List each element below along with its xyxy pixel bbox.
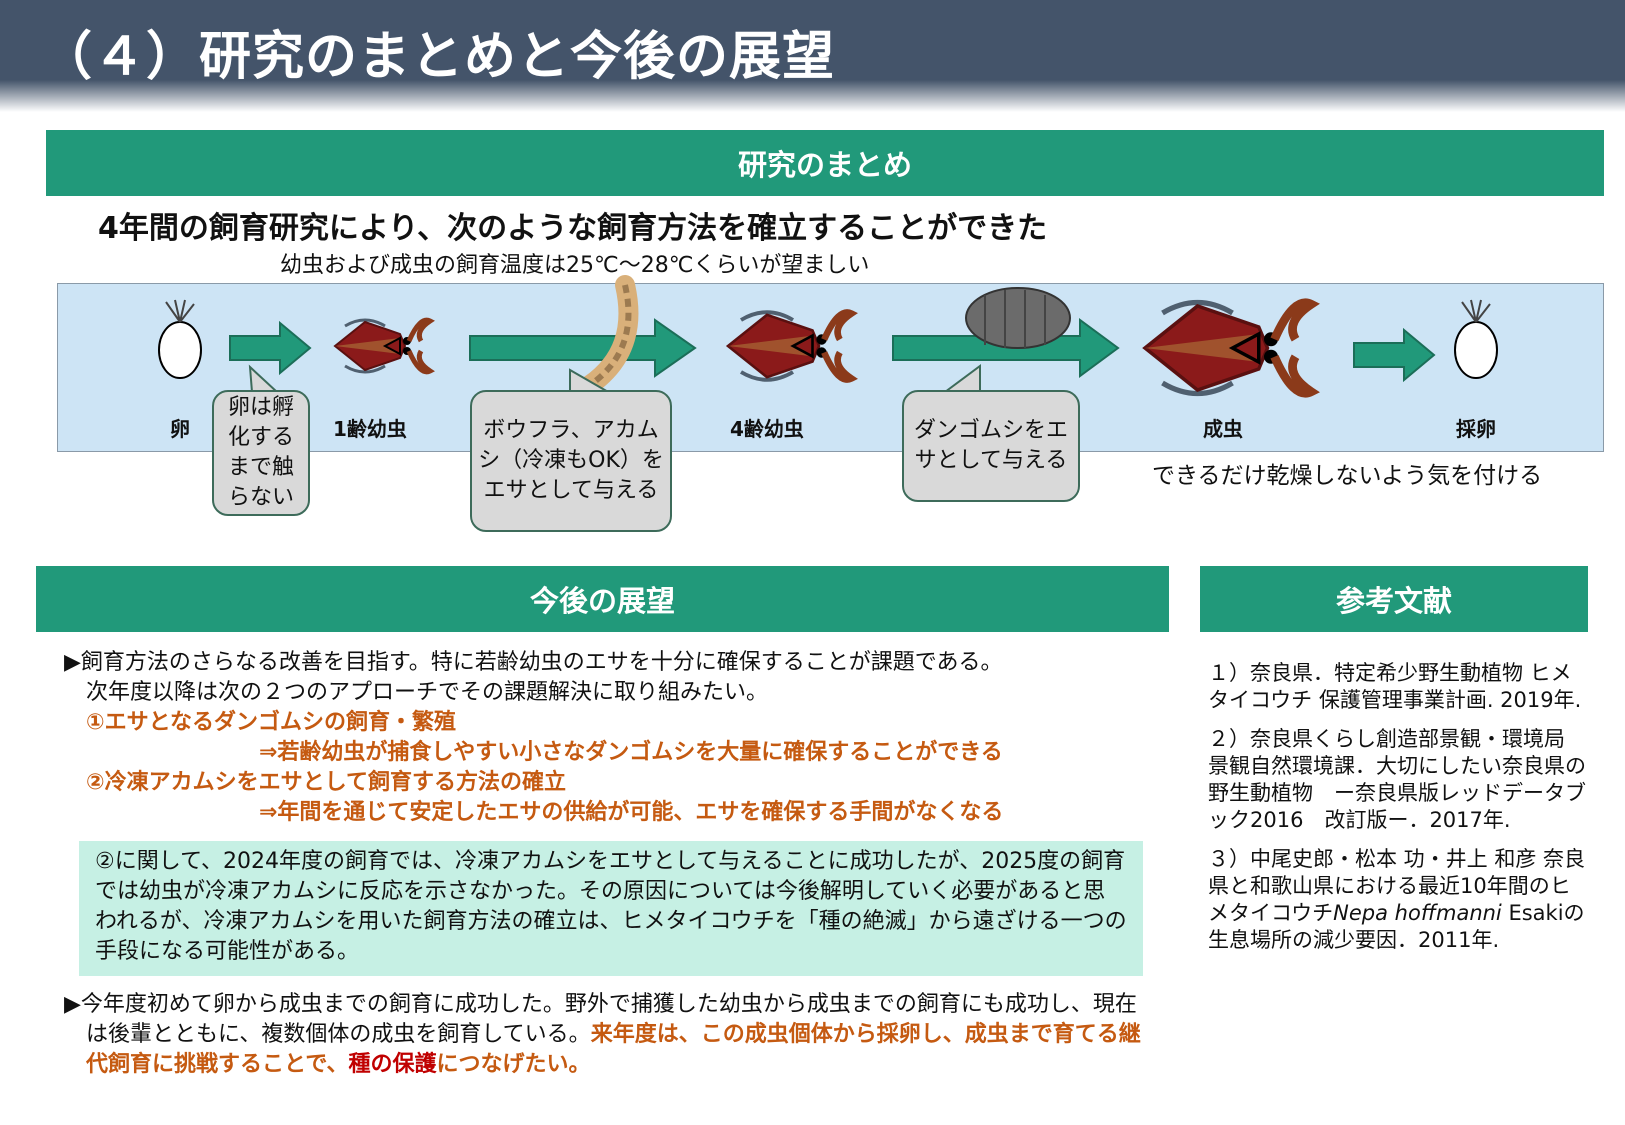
- outlook-text-2: ▶今年度初めて卵から成虫までの飼育に成功した。野外で捕獲した幼虫から成虫までの飼…: [64, 990, 1149, 1080]
- approach-2: ②冷凍アカムシをエサとして飼育する方法の確立: [86, 770, 566, 795]
- stage-egg-collection: 採卵: [1456, 417, 1496, 441]
- reference-3: ３）中尾史郎・松本 功・井上 和彦 奈良県と和歌山県における最近10年間のヒメタ…: [1208, 846, 1588, 954]
- egg-care-bubble: 卵は孵化するまで触らない: [212, 390, 310, 516]
- stage-egg: 卵: [170, 417, 190, 441]
- outlook-p1b: 次年度以降は次の２つのアプローチでその課題解決に取り組みたい。: [86, 680, 769, 705]
- approach-2-result: ⇒年間を通じて安定したエサの供給が可能、エサを確保する手間がなくなる: [259, 800, 1004, 825]
- dry-note: できるだけ乾燥しないよう気を付ける: [1152, 463, 1543, 489]
- reference-list: １）奈良県．特定希少野生動植物 ヒメタイコウチ 保護管理事業計画. 2019年.…: [1208, 660, 1588, 966]
- reference-3-text: ３）中尾史郎・松本 功・井上 和彦 奈良県と和歌山県における最近10年間のヒメタ…: [1208, 847, 1586, 925]
- stage-4th-instar: 4齢幼虫: [730, 417, 804, 441]
- stage-1st-instar: 1齢幼虫: [333, 417, 407, 441]
- larva-feed-bubble: ボウフラ、アカムシ（冷凍もOK）をエサとして与える: [470, 390, 672, 532]
- reference-1: １）奈良県．特定希少野生動植物 ヒメタイコウチ 保護管理事業計画. 2019年.: [1208, 661, 1582, 712]
- outlook-p2-keyword: 種の保護: [348, 1052, 437, 1077]
- summary-heading: 研究のまとめ: [46, 130, 1604, 196]
- reference-3-end: Esakiの生息場所の減少要因．2011年.: [1208, 901, 1585, 952]
- approach-1: ①エサとなるダンゴムシの飼育・繁殖: [86, 710, 456, 735]
- pillbug-feed-bubble: ダンゴムシをエサとして与える: [902, 390, 1080, 502]
- stage-adult: 成虫: [1203, 417, 1243, 441]
- outlook-text-1: ▶飼育方法のさらなる改善を目指す。特に若齢幼虫のエサを十分に確保することが課題で…: [64, 648, 1164, 828]
- long-arrow-icon: [469, 318, 697, 378]
- frozen-bloodworm-note: ②に関して、2024年度の飼育では、冷凍アカムシをエサとして与えることに成功した…: [79, 841, 1143, 976]
- outlook-p2-highlight: 来年度は、この成虫個体から採卵し、成虫まで育てる継代飼育に挑戦することで、: [86, 1022, 1141, 1077]
- reference-2: ２）奈良県くらし創造部景観・環境局 景観自然環境課．大切にしたい奈良県の野生動植…: [1208, 727, 1586, 832]
- references-heading: 参考文献: [1200, 566, 1588, 632]
- approach-1-result: ⇒若齢幼虫が捕食しやすい小さなダンゴムシを大量に確保することができる: [259, 740, 1003, 765]
- mosquito-larva-icon: [580, 275, 639, 395]
- temperature-note: 幼虫および成虫の飼育温度は25℃～28℃くらいが望ましい: [280, 253, 870, 278]
- page-title: （４）研究のまとめと今後の展望: [40, 27, 836, 87]
- outlook-p2: ▶今年度初めて卵から成虫までの飼育に成功した。野外で捕獲した幼虫から成虫までの飼…: [64, 992, 1137, 1047]
- outlook-p1: ▶飼育方法のさらなる改善を目指す。特に若齢幼虫のエサを十分に確保することが課題で…: [64, 650, 1003, 675]
- outlook-heading: 今後の展望: [36, 566, 1169, 632]
- outlook-p2-end: につなげたい。: [436, 1052, 591, 1077]
- title-bar: [0, 0, 1625, 112]
- life-cycle-graphics: [158, 275, 1498, 460]
- reference-3-species: Nepa hoffmanni: [1333, 901, 1502, 925]
- summary-lead: 4年間の飼育研究により、次のような飼育方法を確立することができた: [98, 211, 1048, 246]
- pill-bug-icon: [965, 287, 1071, 349]
